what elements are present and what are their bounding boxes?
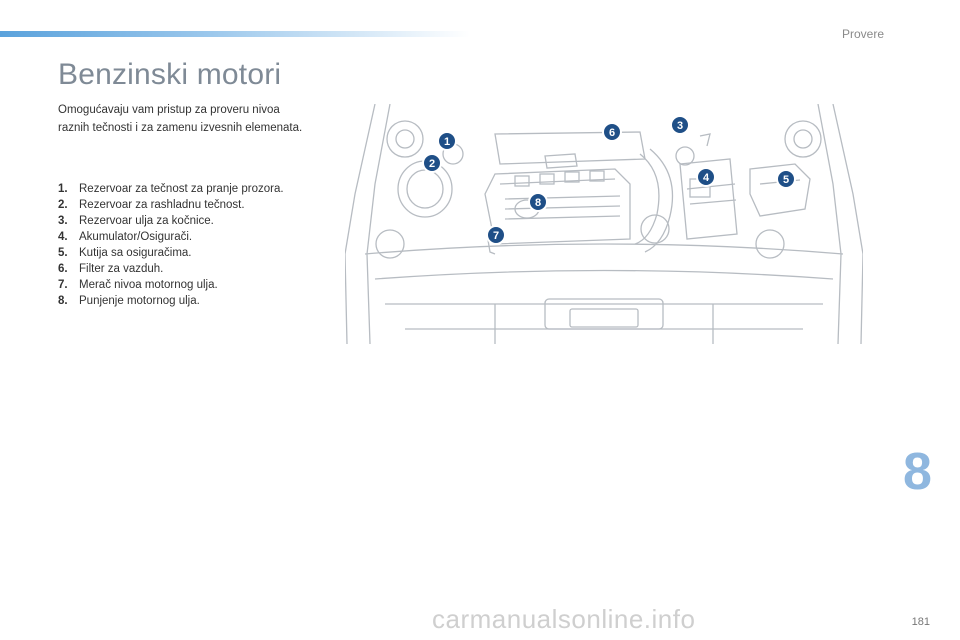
marker-1: 1	[437, 131, 457, 151]
legend-text: Rezervoar za rashladnu tečnost.	[79, 199, 245, 211]
page-title: Benzinski motori	[58, 58, 282, 91]
legend-item: 7. Merač nivoa motornog ulja.	[58, 277, 284, 293]
legend-item: 3. Rezervoar ulja za kočnice.	[58, 213, 284, 229]
marker-3-label: 3	[677, 120, 683, 132]
section-label: Provere	[841, 27, 884, 41]
engine-bay-illustration: 1 2 3 4 5 6 7 8	[345, 104, 863, 344]
marker-8: 8	[528, 192, 548, 212]
legend-number: 6.	[58, 263, 68, 275]
legend-text: Merač nivoa motornog ulja.	[79, 279, 218, 291]
legend-item: 8. Punjenje motornog ulja.	[58, 293, 284, 309]
legend-number: 3.	[58, 215, 68, 227]
legend-text: Rezervoar ulja za kočnice.	[79, 215, 214, 227]
marker-3: 3	[670, 115, 690, 135]
marker-4-label: 4	[703, 172, 710, 184]
component-markers: 1 2 3 4 5 6 7 8	[422, 115, 796, 245]
legend-text: Filter za vazduh.	[79, 263, 164, 275]
marker-7: 7	[486, 225, 506, 245]
engine-bay-outline	[345, 104, 863, 344]
legend-number: 4.	[58, 231, 68, 243]
marker-1-label: 1	[444, 136, 450, 148]
watermark: carmanualsonline.info	[432, 604, 696, 634]
marker-5: 5	[776, 169, 796, 189]
marker-2-label: 2	[429, 158, 435, 170]
legend-text: Kutija sa osiguračima.	[79, 247, 192, 259]
marker-5-label: 5	[783, 174, 789, 186]
legend-number: 7.	[58, 279, 68, 291]
legend-text: Rezervoar za tečnost za pranje prozora.	[79, 183, 284, 195]
marker-7-label: 7	[493, 230, 499, 242]
legend-text: Punjenje motornog ulja.	[79, 295, 200, 307]
legend-item: 1. Rezervoar za tečnost za pranje prozora…	[58, 181, 284, 197]
marker-4: 4	[696, 167, 716, 187]
legend-number: 1.	[58, 183, 68, 195]
legend-number: 2.	[58, 199, 68, 211]
page-number: 181	[911, 616, 930, 628]
intro-text: Omogućavaju vam pristup za proveru nivoa…	[58, 104, 303, 134]
legend-number: 5.	[58, 247, 68, 259]
marker-6-label: 6	[609, 127, 615, 139]
legend-text: Akumulator/Osigurači.	[79, 231, 193, 243]
legend-item: 6. Filter za vazduh.	[58, 261, 284, 277]
marker-8-label: 8	[535, 197, 541, 209]
legend-item: 2. Rezervoar za rashladnu tečnost.	[58, 197, 284, 213]
component-legend: 1. Rezervoar za tečnost za pranje prozora…	[58, 181, 284, 309]
header-accent-bar	[0, 31, 470, 37]
legend-item: 5. Kutija sa osiguračima.	[58, 245, 284, 261]
chapter-number-badge: 8	[903, 443, 932, 501]
legend-item: 4. Akumulator/Osigurači.	[58, 229, 284, 245]
marker-2: 2	[422, 153, 442, 173]
marker-6: 6	[602, 122, 622, 142]
legend-number: 8.	[58, 295, 68, 307]
